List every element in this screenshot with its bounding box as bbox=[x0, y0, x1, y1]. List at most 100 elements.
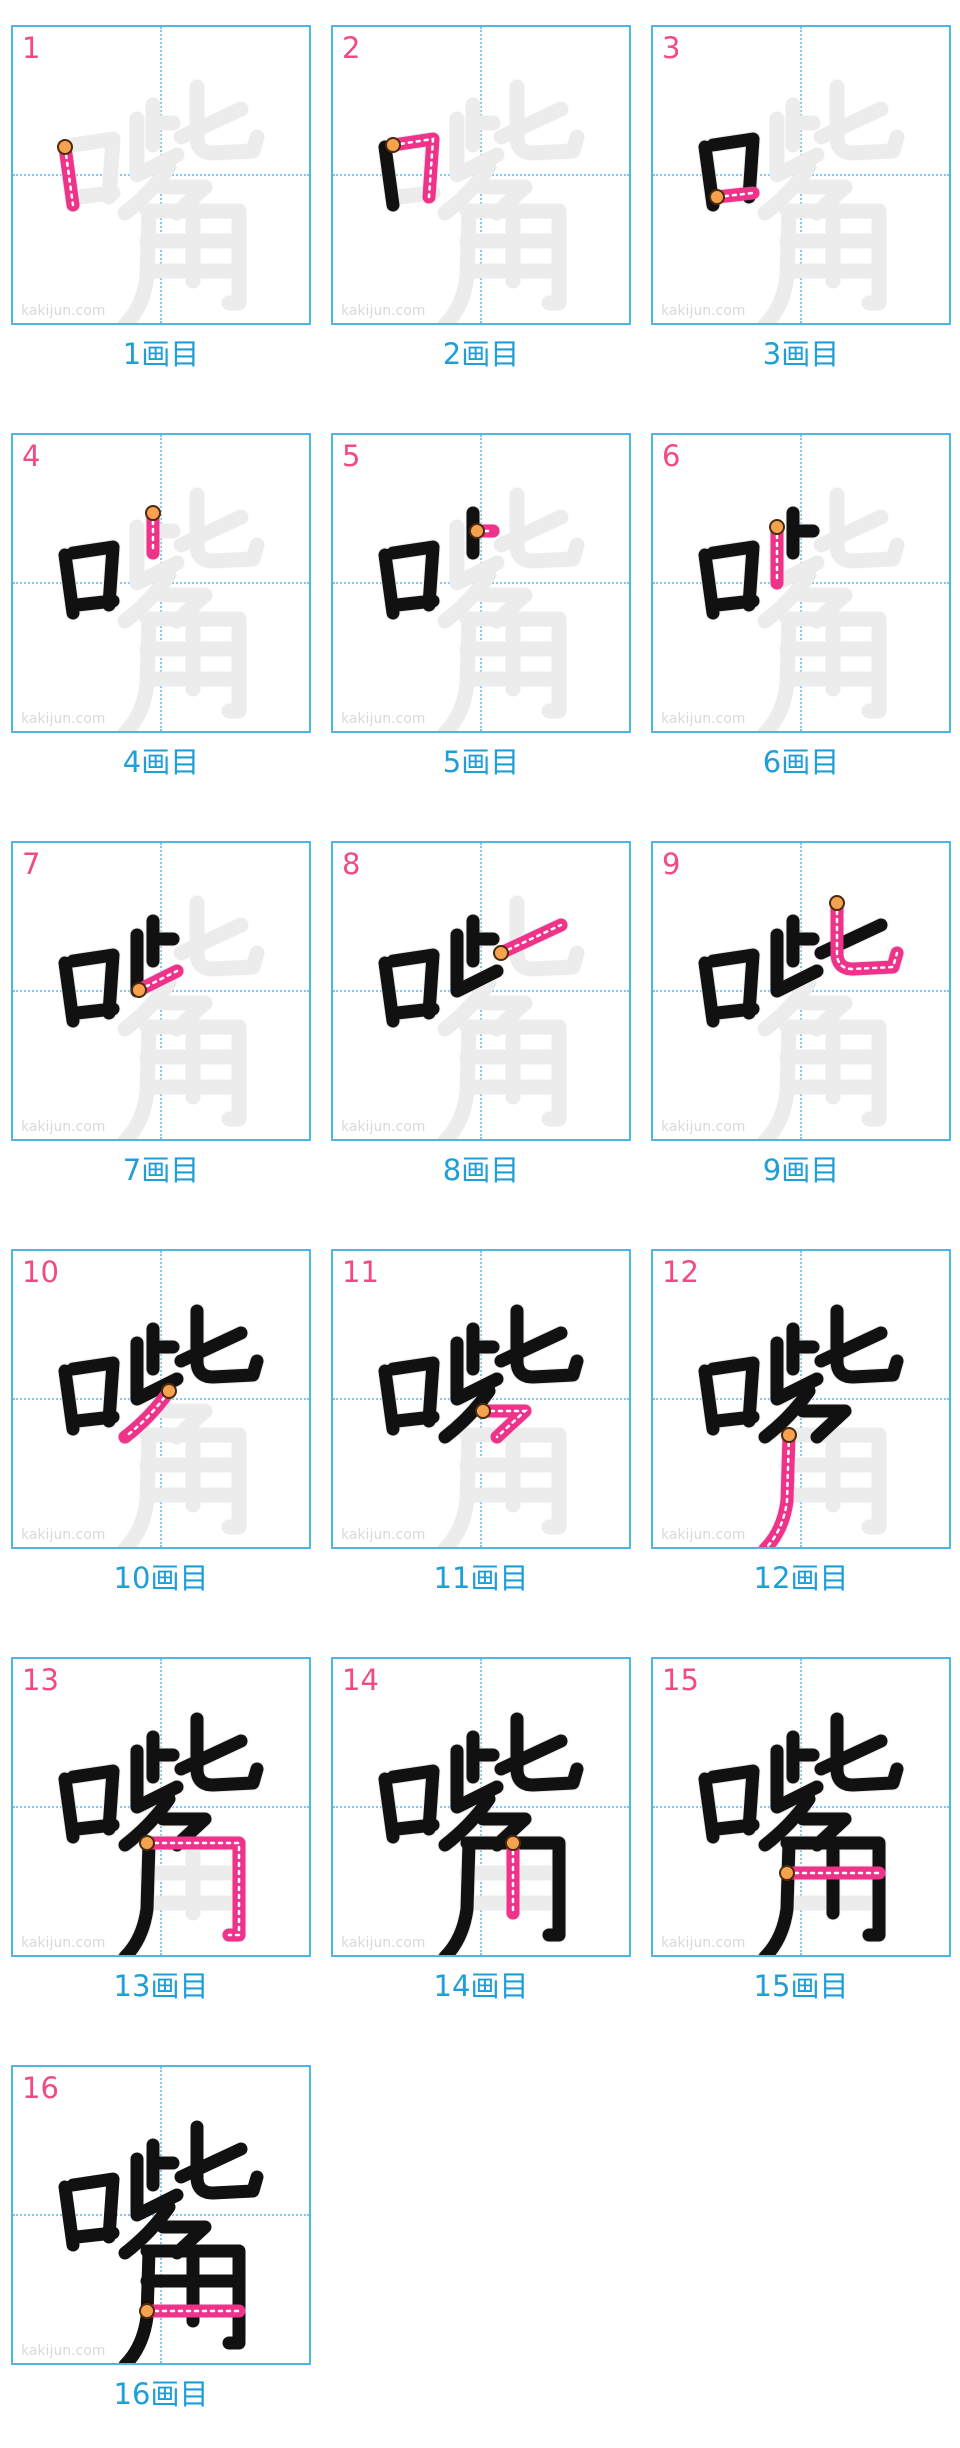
watermark: kakijun.com bbox=[341, 1527, 426, 1543]
completed-stroke bbox=[174, 1734, 248, 1776]
stroke-drawing bbox=[58, 505, 161, 620]
step-caption: 9画目 bbox=[762, 1153, 840, 1187]
stroke-step-card: 11 kakijun.com 11画目 bbox=[331, 1249, 631, 1599]
stroke-drawing bbox=[698, 132, 760, 212]
completed-stroke bbox=[390, 1002, 440, 1020]
stroke-start-dot bbox=[57, 139, 73, 155]
step-caption: 13画目 bbox=[113, 1969, 209, 2003]
stroke-step-card: 13 kakijun.com 13画目 bbox=[11, 1657, 311, 2007]
step-number: 16 bbox=[22, 2071, 59, 2105]
completed-stroke bbox=[772, 1372, 824, 1405]
step-number: 9 bbox=[662, 847, 681, 881]
stroke-start-dot bbox=[779, 1865, 795, 1881]
stroke-drawing bbox=[58, 1712, 264, 1955]
step-number: 15 bbox=[662, 1663, 699, 1697]
completed-stroke bbox=[390, 1410, 440, 1428]
completed-stroke bbox=[758, 1836, 796, 1955]
stroke-frame: 6 kakijun.com bbox=[651, 433, 951, 733]
watermark: kakijun.com bbox=[661, 1119, 746, 1135]
completed-stroke bbox=[452, 1372, 504, 1405]
step-number: 10 bbox=[22, 1255, 59, 1289]
step-caption: 15画目 bbox=[753, 1969, 849, 2003]
stroke-start-dot bbox=[469, 523, 485, 539]
stroke-step-card: 6 kakijun.com 6画目 bbox=[651, 433, 951, 783]
watermark: kakijun.com bbox=[21, 1527, 106, 1543]
completed-stroke bbox=[438, 1836, 476, 1955]
step-number: 8 bbox=[342, 847, 361, 881]
step-caption: 16画目 bbox=[113, 2377, 209, 2411]
stroke-start-dot bbox=[475, 1403, 491, 1419]
step-caption: 11画目 bbox=[433, 1561, 529, 1595]
completed-stroke bbox=[390, 594, 440, 612]
current-stroke-dots bbox=[835, 901, 899, 971]
completed-stroke bbox=[66, 1764, 120, 1836]
watermark: kakijun.com bbox=[661, 711, 746, 727]
step-caption: 8画目 bbox=[442, 1153, 520, 1187]
watermark: kakijun.com bbox=[21, 1119, 106, 1135]
stroke-frame: 16 kakijun.com bbox=[11, 2065, 311, 2365]
completed-stroke bbox=[710, 594, 760, 612]
completed-stroke bbox=[830, 1304, 904, 1384]
current-stroke-dots bbox=[765, 1433, 791, 1547]
completed-stroke bbox=[386, 948, 440, 1020]
completed-stroke bbox=[710, 1002, 760, 1020]
completed-stroke bbox=[772, 1780, 824, 1813]
completed-stroke bbox=[70, 1818, 120, 1836]
step-number: 3 bbox=[662, 31, 681, 65]
current-stroke-dots bbox=[499, 923, 563, 955]
stroke-drawing bbox=[58, 1304, 264, 1444]
stroke-start-dot bbox=[145, 505, 161, 521]
completed-stroke bbox=[156, 1812, 212, 1852]
step-number: 7 bbox=[22, 847, 41, 881]
step-number: 1 bbox=[22, 31, 41, 65]
stroke-step-card: 9 kakijun.com 9画目 bbox=[651, 841, 951, 1191]
step-number: 2 bbox=[342, 31, 361, 65]
watermark: kakijun.com bbox=[21, 711, 106, 727]
completed-stroke bbox=[66, 948, 120, 1020]
completed-stroke bbox=[70, 1002, 120, 1020]
stroke-frame: 9 kakijun.com bbox=[651, 841, 951, 1141]
stroke-drawing bbox=[378, 132, 440, 212]
completed-stroke bbox=[706, 132, 760, 204]
current-stroke bbox=[140, 1836, 246, 1942]
completed-stroke bbox=[706, 1356, 760, 1428]
completed-stroke bbox=[814, 1326, 888, 1368]
completed-stroke bbox=[796, 1812, 852, 1852]
step-number: 6 bbox=[662, 439, 681, 473]
step-caption: 6画目 bbox=[762, 745, 840, 779]
watermark: kakijun.com bbox=[21, 2343, 106, 2359]
step-caption: 4画目 bbox=[122, 745, 200, 779]
stroke-drawing bbox=[378, 1304, 584, 1444]
completed-stroke bbox=[706, 1764, 760, 1836]
current-stroke-dots bbox=[715, 191, 755, 199]
watermark: kakijun.com bbox=[21, 1935, 106, 1951]
completed-stroke bbox=[710, 1818, 760, 1836]
step-number: 11 bbox=[342, 1255, 379, 1289]
stroke-step-card: 8 kakijun.com 8画目 bbox=[331, 841, 631, 1191]
watermark: kakijun.com bbox=[341, 1935, 426, 1951]
stroke-drawing bbox=[698, 895, 904, 1028]
completed-stroke bbox=[66, 2172, 120, 2244]
completed-stroke bbox=[70, 594, 120, 612]
completed-stroke bbox=[190, 1712, 264, 1792]
step-number: 13 bbox=[22, 1663, 59, 1697]
completed-stroke bbox=[70, 2226, 120, 2244]
completed-stroke bbox=[710, 1410, 760, 1428]
stroke-start-dot bbox=[709, 189, 725, 205]
current-stroke-dots bbox=[123, 1389, 171, 1439]
stroke-frame: 8 kakijun.com bbox=[331, 841, 631, 1141]
watermark: kakijun.com bbox=[341, 1119, 426, 1135]
completed-stroke bbox=[510, 1712, 584, 1792]
step-caption: 1画目 bbox=[122, 337, 200, 371]
completed-stroke bbox=[132, 1372, 184, 1405]
